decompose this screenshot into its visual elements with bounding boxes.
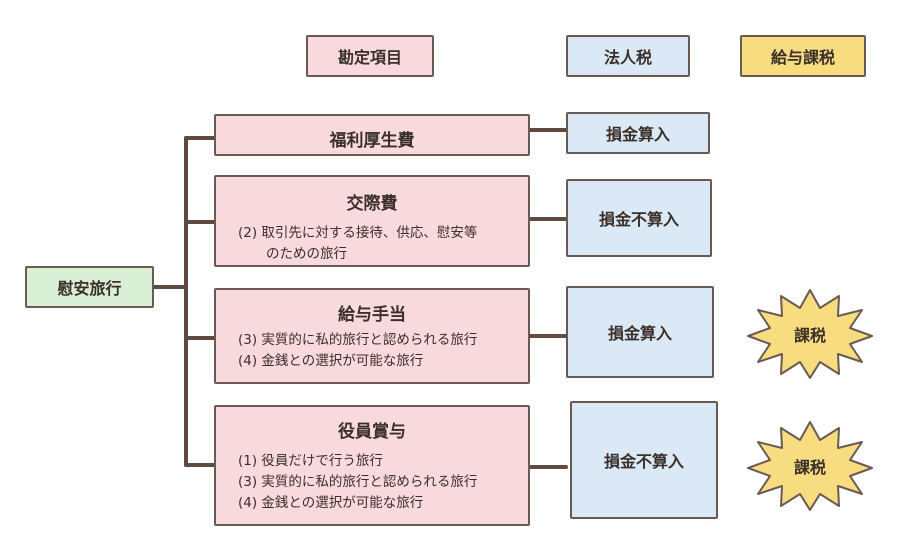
category-item: (3) 実質的に私的旅行と認められる旅行 bbox=[238, 332, 478, 348]
category-item: (4) 金銭との選択が可能な旅行 bbox=[238, 495, 424, 511]
header-corporate-tax: 法人税 bbox=[566, 35, 690, 77]
category-box-welfare: 福利厚生費 bbox=[214, 114, 530, 156]
salary-tax-label: 課税 bbox=[793, 458, 826, 477]
root-node-label: 慰安旅行 bbox=[57, 279, 122, 298]
header-salary-tax-label: 給与課税 bbox=[770, 48, 835, 67]
category-title: 交際費 bbox=[346, 194, 398, 214]
category-title: 給与手当 bbox=[338, 305, 406, 325]
starburst-icon bbox=[747, 421, 873, 511]
category-items: (1) 役員だけで行う旅行 (3) 実質的に私的旅行と認められる旅行 (4) 金… bbox=[238, 451, 518, 514]
header-account: 勘定項目 bbox=[306, 35, 434, 77]
salary-tax-label: 課税 bbox=[793, 326, 826, 345]
root-node: 慰安旅行 bbox=[25, 266, 154, 308]
corporate-tax-box: 損金不算入 bbox=[566, 179, 712, 257]
category-title: 福利厚生費 bbox=[329, 131, 415, 151]
category-box-entertainment: 交際費 (2) 取引先に対する接待、供応、慰安等 のための旅行 bbox=[214, 175, 530, 267]
starburst-icon bbox=[747, 289, 873, 379]
header-salary-tax: 給与課税 bbox=[740, 35, 866, 77]
corporate-tax-label: 損金算入 bbox=[605, 125, 670, 144]
header-corporate-tax-label: 法人税 bbox=[603, 48, 652, 67]
corporate-tax-label: 損金不算入 bbox=[603, 452, 684, 471]
category-item: (2) 取引先に対する接待、供応、慰安等 bbox=[238, 225, 478, 241]
category-items: (2) 取引先に対する接待、供応、慰安等 のための旅行 bbox=[238, 223, 518, 265]
corporate-tax-box: 損金算入 bbox=[566, 112, 710, 154]
category-title: 役員賞与 bbox=[338, 422, 406, 442]
category-item: (1) 役員だけで行う旅行 bbox=[238, 453, 383, 469]
category-box-salary: 給与手当 (3) 実質的に私的旅行と認められる旅行 (4) 金銭との選択が可能な… bbox=[214, 288, 530, 384]
corporate-tax-box: 損金算入 bbox=[566, 286, 714, 378]
corporate-tax-label: 損金不算入 bbox=[598, 210, 679, 229]
corporate-tax-box: 損金不算入 bbox=[570, 401, 718, 519]
category-item: (3) 実質的に私的旅行と認められる旅行 bbox=[238, 474, 478, 490]
header-account-label: 勘定項目 bbox=[337, 48, 402, 67]
category-box-bonus: 役員賞与 (1) 役員だけで行う旅行 (3) 実質的に私的旅行と認められる旅行 … bbox=[214, 405, 530, 526]
category-item: のための旅行 bbox=[266, 246, 347, 262]
category-item: (4) 金銭との選択が可能な旅行 bbox=[238, 353, 424, 369]
corporate-tax-label: 損金算入 bbox=[607, 324, 672, 343]
category-items: (3) 実質的に私的旅行と認められる旅行 (4) 金銭との選択が可能な旅行 bbox=[238, 330, 518, 372]
